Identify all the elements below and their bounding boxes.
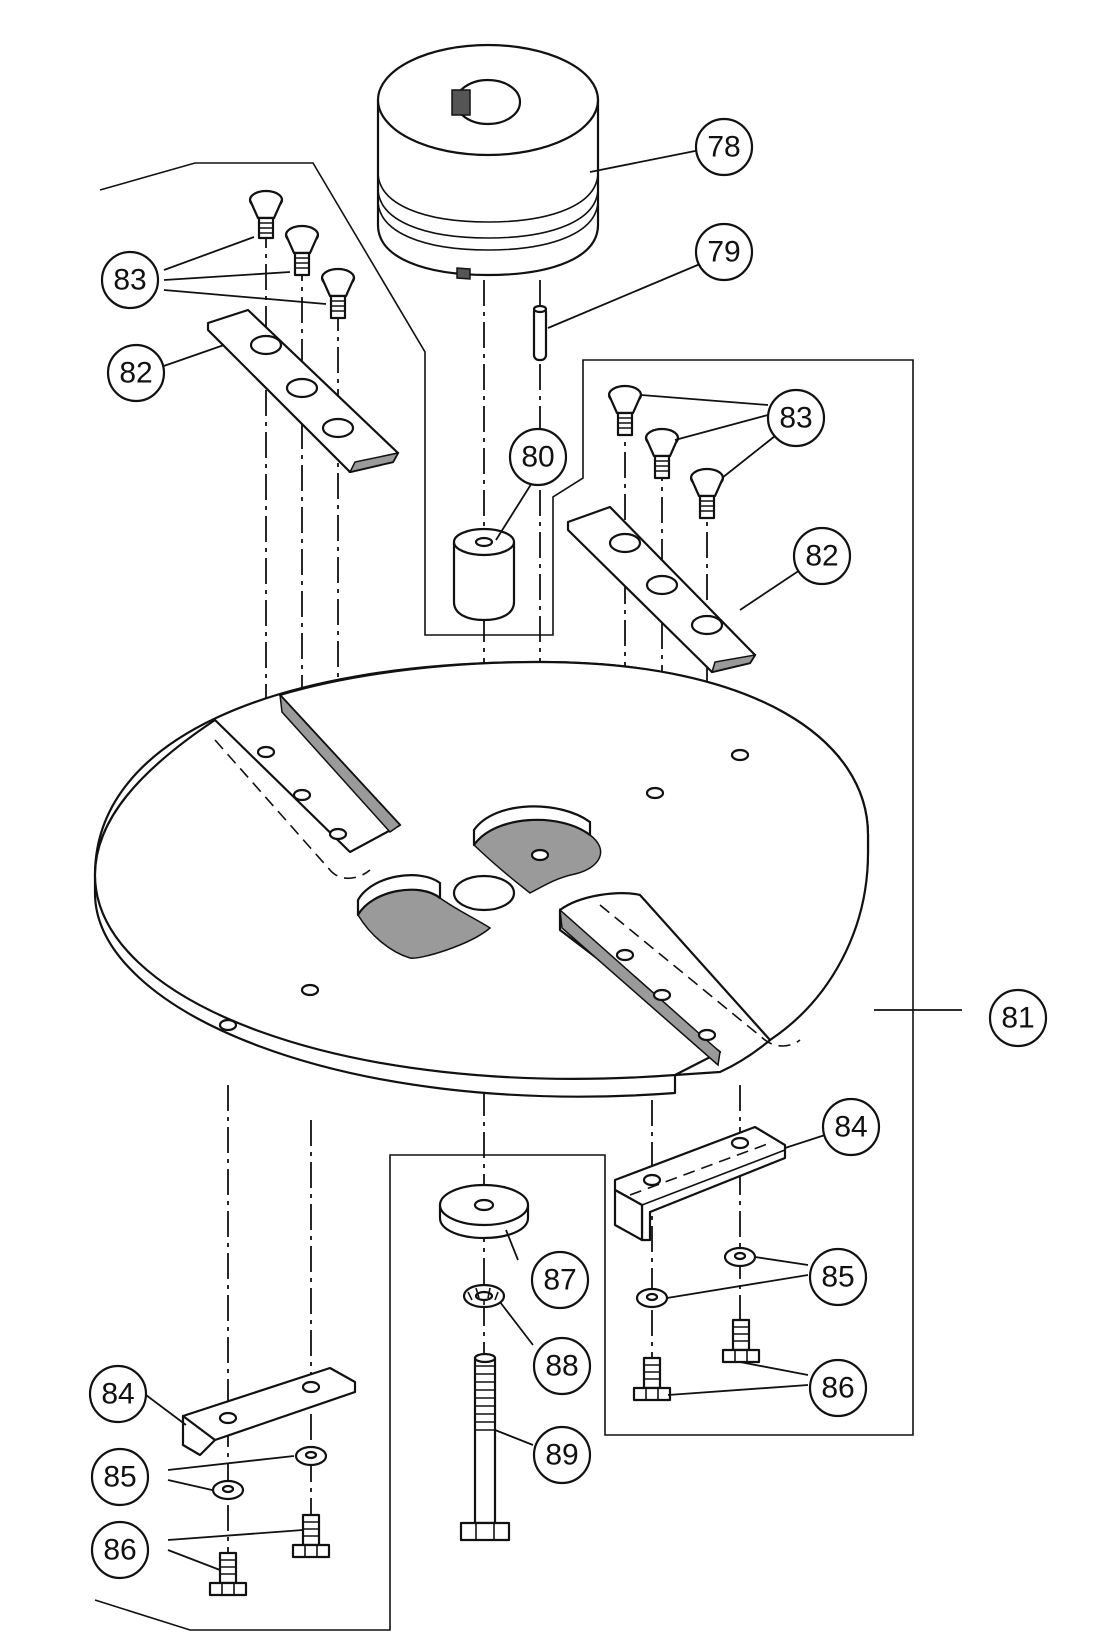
callout-88: 88 — [532, 1336, 592, 1396]
blade-82-left — [206, 308, 400, 474]
blade-82-right — [566, 505, 757, 674]
callout-82-left-label: 82 — [119, 357, 152, 390]
sleeve-80 — [452, 527, 516, 622]
callout-84-right: 84 — [821, 1097, 881, 1157]
screws-83-left — [248, 189, 356, 320]
screws-83-right — [607, 384, 725, 520]
pulley-78 — [376, 43, 600, 280]
callout-78-label: 78 — [707, 131, 740, 164]
lock-washer-88 — [462, 1283, 506, 1309]
callout-84-left-label: 84 — [101, 1378, 134, 1411]
callout-85-right-label: 85 — [821, 1261, 854, 1294]
callout-83-left-label: 83 — [113, 264, 146, 297]
screw-83-r2 — [644, 427, 680, 480]
callout-79: 79 — [694, 222, 754, 282]
callout-80-label: 80 — [521, 441, 554, 474]
callout-88-label: 88 — [545, 1350, 578, 1383]
screw-83-l3 — [320, 267, 356, 320]
leader-lines — [145, 149, 962, 1571]
screw-83-l1 — [248, 189, 284, 240]
washer-85-r2 — [635, 1287, 669, 1309]
callout-84-left: 84 — [88, 1364, 148, 1424]
bolt-86-r2 — [632, 1356, 672, 1402]
callout-83-left: 83 — [100, 250, 160, 310]
washers-85 — [211, 1246, 757, 1501]
bolts-86 — [208, 1318, 761, 1597]
callout-81: 81 — [988, 988, 1048, 1048]
callout-87-label: 87 — [543, 1264, 576, 1297]
callout-78: 78 — [694, 117, 754, 177]
bolt-86-l2 — [208, 1551, 248, 1597]
callout-83-right: 83 — [766, 388, 826, 448]
callout-85-right: 85 — [808, 1247, 868, 1307]
callout-86-right: 86 — [808, 1358, 868, 1418]
callout-79-label: 79 — [707, 236, 740, 269]
pin-79 — [532, 304, 548, 362]
screw-83-r1 — [607, 384, 643, 437]
callout-84-right-label: 84 — [834, 1111, 867, 1144]
bolt-89 — [459, 1352, 511, 1542]
callout-80: 80 — [508, 427, 568, 487]
callout-86-left: 86 — [90, 1520, 150, 1580]
bracket-84-left — [181, 1366, 357, 1457]
callout-87: 87 — [530, 1250, 590, 1310]
bolt-86-l1 — [291, 1513, 331, 1559]
washer-85-l2 — [211, 1479, 245, 1501]
bracket-84-right — [613, 1125, 787, 1242]
screw-83-r3 — [689, 467, 725, 520]
callout-89-label: 89 — [545, 1439, 578, 1472]
callout-85-left: 85 — [90, 1447, 150, 1507]
callout-89: 89 — [532, 1425, 592, 1485]
callout-86-left-label: 86 — [103, 1534, 136, 1567]
callout-82-right: 82 — [792, 526, 852, 586]
callout-81-label: 81 — [1001, 1002, 1034, 1035]
bolt-86-r1 — [721, 1318, 761, 1364]
screw-83-l2 — [284, 224, 320, 277]
washer-85-r1 — [723, 1246, 757, 1268]
callout-86-right-label: 86 — [821, 1372, 854, 1405]
callout-82-right-label: 82 — [805, 540, 838, 573]
disc-plate — [93, 660, 870, 1098]
washer-87 — [438, 1183, 530, 1240]
callout-85-left-label: 85 — [103, 1461, 136, 1494]
callout-82-left: 82 — [106, 343, 166, 403]
washer-85-l1 — [294, 1445, 328, 1467]
callout-83-right-label: 83 — [779, 402, 812, 435]
group-boundary-lines — [94, 162, 914, 1631]
